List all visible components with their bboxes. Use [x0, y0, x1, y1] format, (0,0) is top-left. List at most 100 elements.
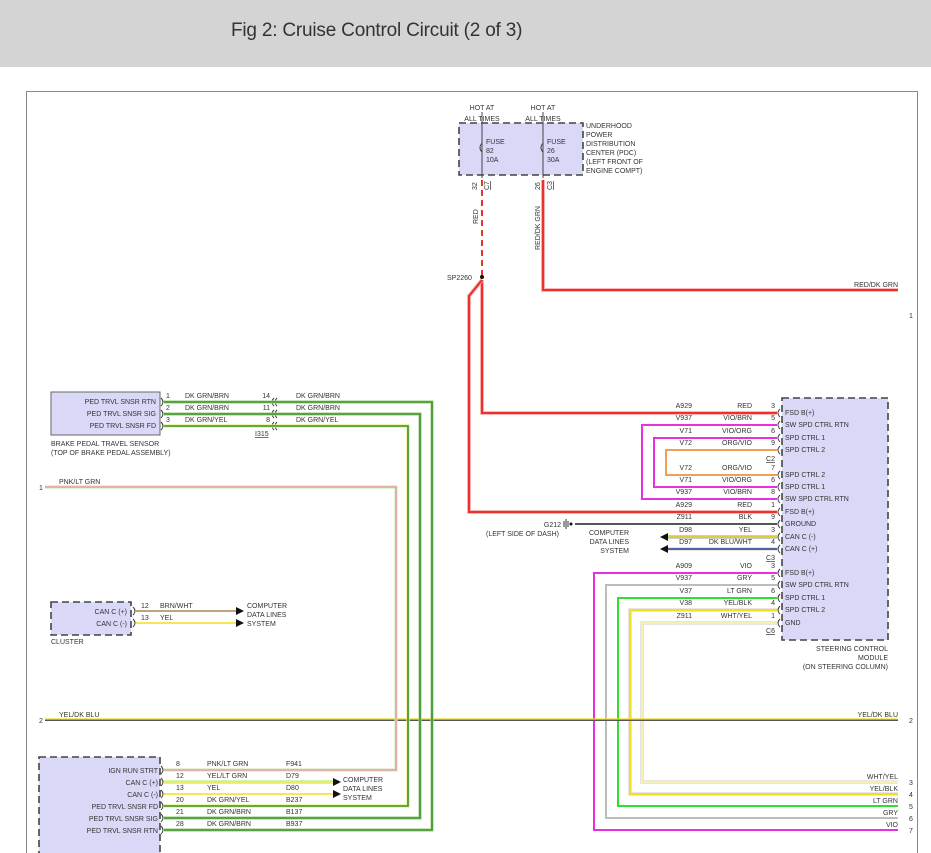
module-pin-name: PED TRVL SNSR SIG — [89, 816, 158, 823]
wire-v937-vio-brn — [641, 424, 777, 500]
pin-number: 7 — [771, 465, 775, 472]
wire-color-label: DK GRN/BRN — [207, 809, 251, 816]
cluster-box — [50, 601, 132, 636]
pin-number: 2 — [166, 405, 170, 412]
scm-c6-wire — [617, 597, 898, 807]
cluster-pin-name: CAN C (+) — [95, 609, 127, 616]
scm-pin-name: FSD B(+) — [785, 410, 814, 417]
circuit-id: D97 — [679, 539, 692, 546]
sensor-label: (TOP OF BRAKE PEDAL ASSEMBLY) — [51, 450, 171, 457]
sensor-pin-name: PED TRVL SNSR RTN — [85, 399, 156, 406]
offpage-wire-label: PNK/LT GRN — [59, 479, 100, 486]
fuse-26-label: 26 — [547, 148, 555, 155]
connector-c6-label: C6 — [766, 628, 775, 635]
figure-header: Fig 2: Cruise Control Circuit (2 of 3) — [0, 0, 931, 67]
wire-red-dk-grn — [542, 180, 898, 291]
scm-pin-name: SPD CTRL 1 — [785, 595, 825, 602]
pin-number: 3 — [771, 527, 775, 534]
offpage-wire-label: YEL/DK BLU — [858, 712, 898, 719]
wire-a929-red — [481, 280, 777, 414]
module-pin-name: IGN RUN STRT — [108, 768, 158, 775]
cluster-pin-name: CAN C (-) — [96, 621, 127, 628]
offpage-number: 3 — [909, 780, 913, 787]
arrow-icon — [660, 533, 668, 541]
steering-control-module-box — [781, 397, 889, 641]
offpage-number: 6 — [909, 816, 913, 823]
pdc-connector-c3: C3 — [547, 181, 554, 190]
wire-color-label: LT GRN — [727, 588, 752, 595]
wire-v72-org-vio — [665, 449, 777, 476]
circuit-id: F941 — [286, 761, 302, 768]
circuit-id: A929 — [676, 403, 692, 410]
pin-number: 6 — [771, 428, 775, 435]
offpage-number: 7 — [909, 828, 913, 835]
arrow-icon — [236, 619, 244, 627]
connector-pin-mark — [132, 606, 136, 616]
connector-pin-mark — [160, 813, 164, 823]
connector-pin-mark — [777, 580, 781, 590]
scm-pin-name: SPD CTRL 2 — [785, 472, 825, 479]
circuit-id: V937 — [676, 489, 692, 496]
fuse-26-label: 30A — [547, 157, 560, 164]
fuse-82-label: 82 — [486, 148, 494, 155]
cluster-label: CLUSTER — [51, 639, 84, 646]
offpage-number: 2 — [909, 718, 913, 725]
wire-color-label: ORG/VIO — [722, 465, 753, 472]
scm-pin-name: GND — [785, 620, 801, 627]
pin-number: 20 — [176, 797, 184, 804]
scm-c6-wire — [593, 572, 898, 831]
destination-label: SYSTEM — [343, 795, 372, 802]
circuit-id: V71 — [680, 477, 693, 484]
arrow-icon — [660, 545, 668, 553]
connector-pin-mark — [777, 420, 781, 430]
fuse-26-label: FUSE — [547, 139, 566, 146]
scm-pin-name: SPD CTRL 1 — [785, 484, 825, 491]
wire-red-dk-grn-outline — [541, 180, 898, 292]
scm-pin-name: FSD B(+) — [785, 570, 814, 577]
circuit-id: B237 — [286, 797, 302, 804]
connector-pin-mark — [777, 507, 781, 517]
sensor-pin-name: PED TRVL SNSR SIG — [87, 411, 156, 418]
wire-color-label: ORG/VIO — [722, 440, 753, 447]
wire-color-label: VIO/ORG — [722, 428, 752, 435]
pin-number: 1 — [771, 613, 775, 620]
connector-pin-mark — [777, 605, 781, 615]
offpage-wire-label: RED/DK GRN — [854, 282, 898, 289]
splice-label: SP2260 — [447, 275, 472, 282]
connector-pin-mark — [160, 421, 164, 431]
connector-pin-mark — [160, 765, 164, 775]
offpage-wire-label: YEL/BLK — [870, 786, 899, 793]
wire-color-label: DK GRN/BRN — [185, 405, 229, 412]
pin-number: 4 — [771, 539, 775, 546]
offpage-number: 1 — [909, 313, 913, 320]
wire-color-label: VIO/BRN — [723, 489, 752, 496]
pdc-label: ENGINE COMPT) — [586, 168, 642, 175]
connector-pin-mark — [160, 825, 164, 835]
wire-dk-grn-brn-2-outline — [164, 412, 422, 820]
pin-number: 8 — [771, 489, 775, 496]
pin-number: 13 — [176, 785, 184, 792]
pdc-connector-c7: C7 — [484, 181, 491, 190]
pin-number: 14 — [262, 393, 270, 400]
wire-color-label: GRY — [737, 575, 752, 582]
connector-pin-mark — [777, 433, 781, 443]
pdc-hot-label: HOT AT — [531, 105, 556, 112]
circuit-id: D98 — [679, 527, 692, 534]
connector-pin-mark — [777, 482, 781, 492]
wire-color-label: VIO — [740, 563, 753, 570]
connector-pin-mark — [777, 470, 781, 480]
scm-pin-name: SW SPD CTRL RTN — [785, 582, 849, 589]
wire-color-label: PNK/LT GRN — [207, 761, 248, 768]
connector-c3-label: C3 — [766, 555, 775, 562]
pin-number: 1 — [166, 393, 170, 400]
connector-pin-mark — [777, 408, 781, 418]
scm-c6-wire — [605, 584, 898, 819]
connector-pin-mark — [777, 532, 781, 542]
scm-pin-name: SPD CTRL 2 — [785, 447, 825, 454]
arrow-icon — [333, 790, 341, 798]
pin-number: 6 — [771, 477, 775, 484]
pin-number: 6 — [771, 588, 775, 595]
connector-pin-mark — [132, 618, 136, 628]
wire-color-label: DK BLU/WHT — [709, 539, 753, 546]
